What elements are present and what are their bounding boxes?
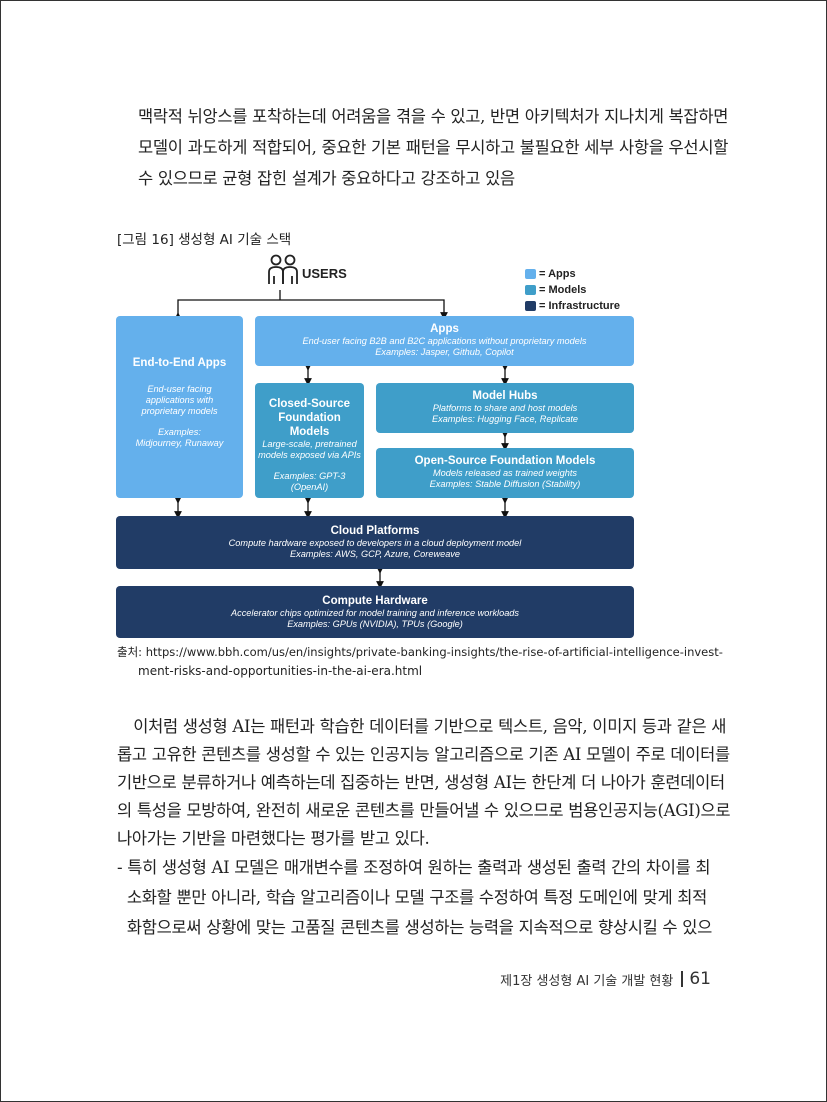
legend-item-apps: = Apps (525, 266, 620, 282)
box-description: Platforms to share and host models (432, 403, 578, 413)
apps-box: Apps End-user facing B2B and B2C applica… (255, 316, 634, 366)
box-description: End-user facing applications with propri… (141, 384, 218, 416)
page-number: 61 (689, 969, 711, 989)
model-hubs-box: Model Hubs Platforms to share and host m… (376, 383, 634, 433)
text-line: 이처럼 생성형 AI는 패턴과 학습한 데이터를 기반으로 텍스트, 음악, 이… (117, 717, 727, 736)
legend-swatch-models (525, 285, 536, 295)
footer-divider (681, 971, 684, 987)
compute-hardware-box: Compute Hardware Accelerator chips optim… (116, 586, 634, 638)
box-title: Compute Hardware (322, 595, 428, 607)
box-examples: Examples: AWS, GCP, Azure, Coreweave (289, 549, 461, 559)
box-examples: Examples: Midjourney, Runaway (135, 427, 224, 448)
box-examples: Examples: Jasper, Github, Copilot (375, 347, 514, 357)
source-line: ment-risks-and-opportunities-in-the-ai-e… (138, 664, 423, 678)
text-line: - 특히 생성형 AI 모델은 매개변수를 조정하여 원하는 출력과 생성된 출… (117, 858, 711, 877)
box-description: Large-scale, pretrained models exposed v… (258, 439, 361, 460)
page-footer: 제1장 생성형 AI 기술 개발 현황 61 (500, 969, 711, 989)
figure-source: 출처: https://www.bbh.com/us/en/insights/p… (117, 643, 723, 681)
end-to-end-apps-box: End-to-End Apps End-user facing applicat… (116, 316, 243, 498)
legend: = Apps = Models = Infrastructure (525, 266, 620, 314)
text-line: 모델이 과도하게 적합되어, 중요한 기본 패턴을 무시하고 불필요한 세부 사… (138, 138, 729, 157)
closed-source-models-box: Closed-Source Foundation Models Large-sc… (255, 383, 364, 498)
legend-item-infrastructure: = Infrastructure (525, 298, 620, 314)
box-examples: Examples: GPUs (NVIDIA), TPUs (Google) (287, 619, 463, 629)
legend-label: = Apps (539, 268, 576, 280)
chapter-title: 제1장 생성형 AI 기술 개발 현황 (500, 973, 674, 989)
text-line: 롭고 고유한 콘텐츠를 생성할 수 있는 인공지능 알고리즘으로 기존 AI 모… (117, 745, 730, 764)
cloud-platforms-box: Cloud Platforms Compute hardware exposed… (116, 516, 634, 569)
box-title: Model Hubs (472, 390, 538, 402)
box-description: End-user facing B2B and B2C applications… (302, 336, 587, 346)
users-icon (268, 254, 298, 284)
open-source-models-box: Open-Source Foundation Models Models rel… (376, 448, 634, 498)
text-line: 수 있으므로 균형 잡힌 설계가 중요하다고 강조하고 있음 (138, 169, 515, 188)
box-description: Compute hardware exposed to developers i… (228, 538, 522, 548)
users-label: USERS (302, 265, 347, 281)
text-line: 기반으로 분류하거나 예측하는데 집중하는 반면, 생성형 AI는 한단계 더 … (117, 773, 725, 792)
connector-arrows (174, 290, 509, 589)
text-line: 나아가는 기반을 마련했다는 평가를 받고 있다. (117, 829, 430, 848)
bullet-paragraph: - 특히 생성형 AI 모델은 매개변수를 조정하여 원하는 출력과 생성된 출… (117, 853, 719, 943)
box-title: Apps (430, 323, 459, 335)
text-line: 의 특성을 모방하여, 완전히 새로운 콘텐츠를 만들어낼 수 있으므로 범용인… (117, 801, 731, 820)
ai-stack-figure: USERS = Apps = Models = Infrastructure E… (114, 248, 634, 640)
source-line: 출처: https://www.bbh.com/us/en/insights/p… (117, 645, 723, 659)
legend-item-models: = Models (525, 282, 620, 298)
box-description: Models released as trained weights (432, 468, 578, 478)
box-examples: Examples: Hugging Face, Replicate (431, 414, 579, 424)
box-title: Open-Source Foundation Models (414, 455, 596, 467)
intro-paragraph: 맥락적 뉘앙스를 포착하는데 어려움을 겪을 수 있고, 반면 아키텍처가 지나… (138, 101, 738, 194)
body-paragraph: 이처럼 생성형 AI는 패턴과 학습한 데이터를 기반으로 텍스트, 음악, 이… (117, 713, 731, 853)
box-title: Closed-Source Foundation Models (268, 398, 351, 438)
users-node: USERS (266, 252, 347, 286)
text-line: 소화할 뿐만 아니라, 학습 알고리즘이나 모델 구조를 수정하여 특정 도메인… (117, 888, 708, 907)
box-title: Cloud Platforms (330, 525, 420, 537)
text-line: 화함으로써 상황에 맞는 고품질 콘텐츠를 생성하는 능력을 지속적으로 향상시… (117, 918, 713, 937)
text-line: 맥락적 뉘앙스를 포착하는데 어려움을 겪을 수 있고, 반면 아키텍처가 지나… (138, 107, 729, 126)
box-title: End-to-End Apps (132, 357, 227, 369)
legend-label: = Infrastructure (539, 300, 620, 312)
legend-swatch-infrastructure (525, 301, 536, 311)
box-description: Accelerator chips optimized for model tr… (230, 608, 520, 618)
figure-caption: [그림 16] 생성형 AI 기술 스택 (117, 232, 292, 248)
box-examples: Examples: Stable Diffusion (Stability) (429, 479, 581, 489)
legend-swatch-apps (525, 269, 536, 279)
box-examples: Examples: GPT-3 (OpenAI) (273, 471, 346, 492)
legend-label: = Models (539, 284, 587, 296)
